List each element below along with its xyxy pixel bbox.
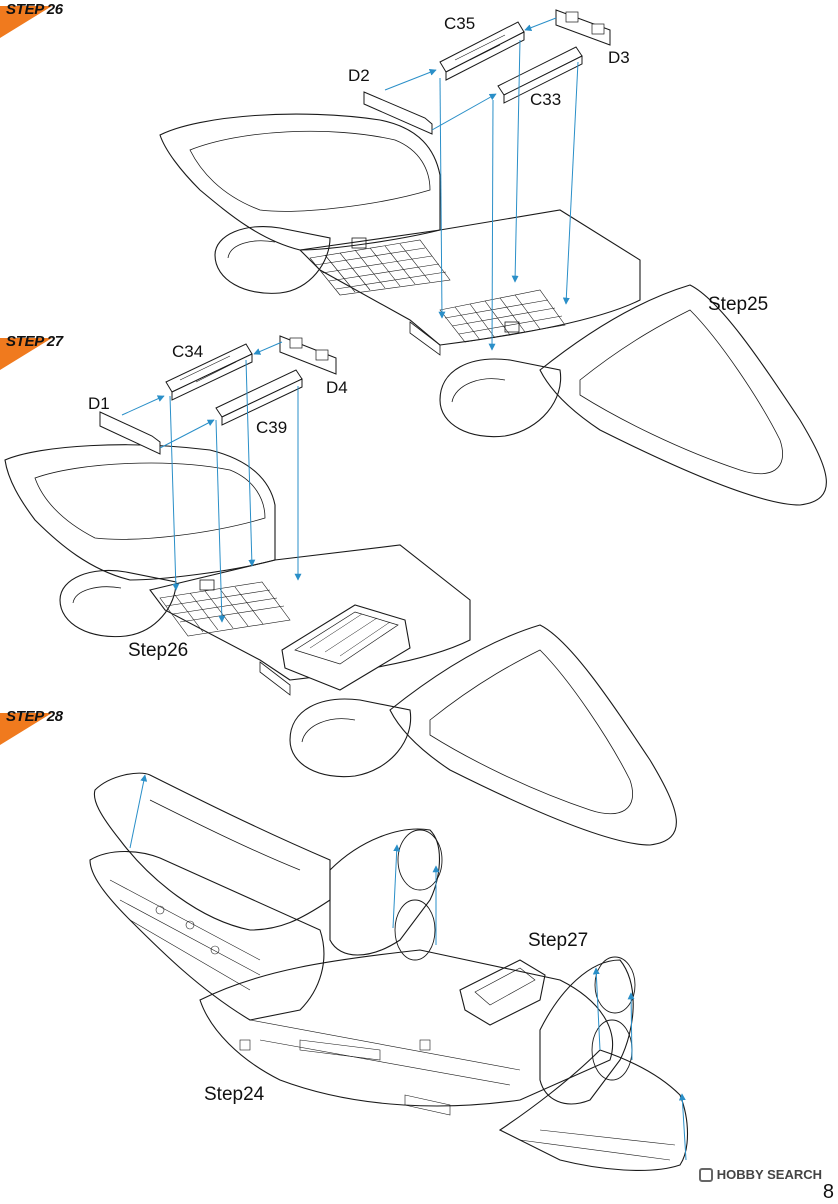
part-label-c34: C34 [172,342,204,361]
part-d1-shape [99,411,161,455]
reference-label-step24: Step24 [204,1084,265,1105]
step27-parts [99,335,337,455]
reference-label-step26: Step26 [128,640,189,661]
part-label-d2: D2 [348,66,370,85]
part-label-d4: D4 [326,378,348,397]
step-28-badge: STEP 28 [0,708,70,749]
step26-aircraft-illustration [159,113,827,506]
hobbysearch-logo-icon [698,1167,713,1182]
part-label-c39: C39 [256,418,288,437]
guide-arrows [121,17,687,1161]
badge-triangle-icon [0,6,52,38]
step-27-word: STEP [6,333,44,350]
step-26-badge: STEP 26 [0,1,70,42]
step-27-number: 27 [46,333,63,350]
part-d2-shape [363,91,433,135]
step-28-word: STEP [6,708,44,725]
part-c33-shape [497,46,583,96]
step-26-word: STEP [6,1,44,18]
part-label-d3: D3 [608,48,630,67]
badge-triangle-icon [0,338,52,370]
step28-aircraft-illustration [89,772,688,1171]
reference-label-step25: Step25 [708,294,769,315]
step-26-number: 26 [46,1,63,18]
step27-aircraft-illustration [4,444,677,846]
badge-triangle-icon [0,713,52,745]
watermark: HOBBY SEARCH [698,1167,822,1182]
part-label-c35: C35 [444,14,476,33]
watermark-text: HOBBY SEARCH [716,1167,822,1182]
step-28-number: 28 [46,708,63,725]
part-label-d1: D1 [88,394,110,413]
step-27-badge: STEP 27 [0,333,70,374]
step26-parts [363,9,611,135]
reference-label-step27: Step27 [528,930,589,951]
part-label-c33: C33 [530,90,562,109]
page-number: 8 [822,1181,834,1203]
